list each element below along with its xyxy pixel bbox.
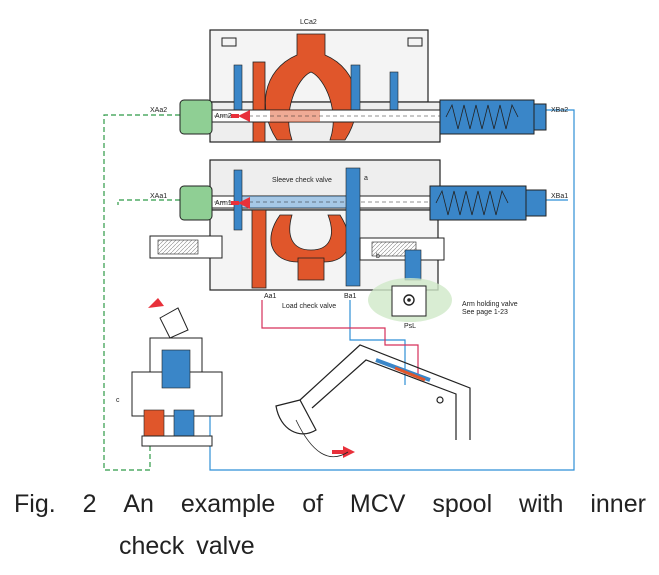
label-xba1: XBa1: [551, 193, 568, 200]
label-b: b: [376, 253, 380, 260]
flow-arrows: [148, 110, 355, 458]
label-ba1: Ba1: [344, 293, 357, 300]
label-xaa2: XAa2: [150, 107, 167, 114]
excavator-arm: [275, 344, 471, 458]
swing-component: [131, 307, 223, 447]
label-arm2: Arm2: [215, 113, 232, 120]
label-xba2: XBa2: [551, 107, 568, 114]
label-a: a: [364, 175, 368, 182]
caption-word: 2: [82, 490, 97, 518]
caption-word: inner: [590, 490, 646, 518]
caption-line-1: Fig. 2 An example of MCV spool with inne…: [14, 490, 646, 519]
label-aa1: Aa1: [264, 293, 277, 300]
label-arm1: Arm1: [215, 200, 232, 207]
label-load-check-valve: Load check valve: [282, 303, 336, 310]
caption-word: example: [180, 490, 276, 518]
mcv-diagram: LCa2 XAa2 XBa2 XAa1 XBa1 Arm2 Arm1 Sleev…: [103, 19, 575, 471]
caption-word: MCV: [349, 490, 406, 518]
figure-caption: Fig. 2 An example of MCV spool with inne…: [0, 486, 659, 575]
caption-line-2: check valve: [119, 532, 255, 560]
caption-word: Fig.: [14, 490, 56, 518]
caption-word: with: [519, 490, 564, 518]
label-xaa1: XAa1: [150, 193, 167, 200]
caption-word: spool: [432, 490, 493, 518]
label-psl: PsL: [404, 323, 416, 330]
mcv-upper-section: [179, 29, 547, 143]
pilot-line-green: [103, 114, 188, 471]
caption-word: An: [123, 490, 154, 518]
label-sleeve-check-valve: Sleeve check valve: [272, 177, 332, 184]
pilot-line-red: [261, 300, 419, 378]
label-see-page: See page 1-23: [462, 309, 508, 316]
arm-holding-valve: [368, 278, 452, 322]
label-arm-holding-valve: Arm holding valve: [462, 301, 518, 308]
caption-word: of: [302, 490, 324, 518]
label-lca2: LCa2: [300, 19, 317, 26]
mcv-lower-section: [149, 159, 547, 291]
label-c: c: [116, 397, 120, 404]
